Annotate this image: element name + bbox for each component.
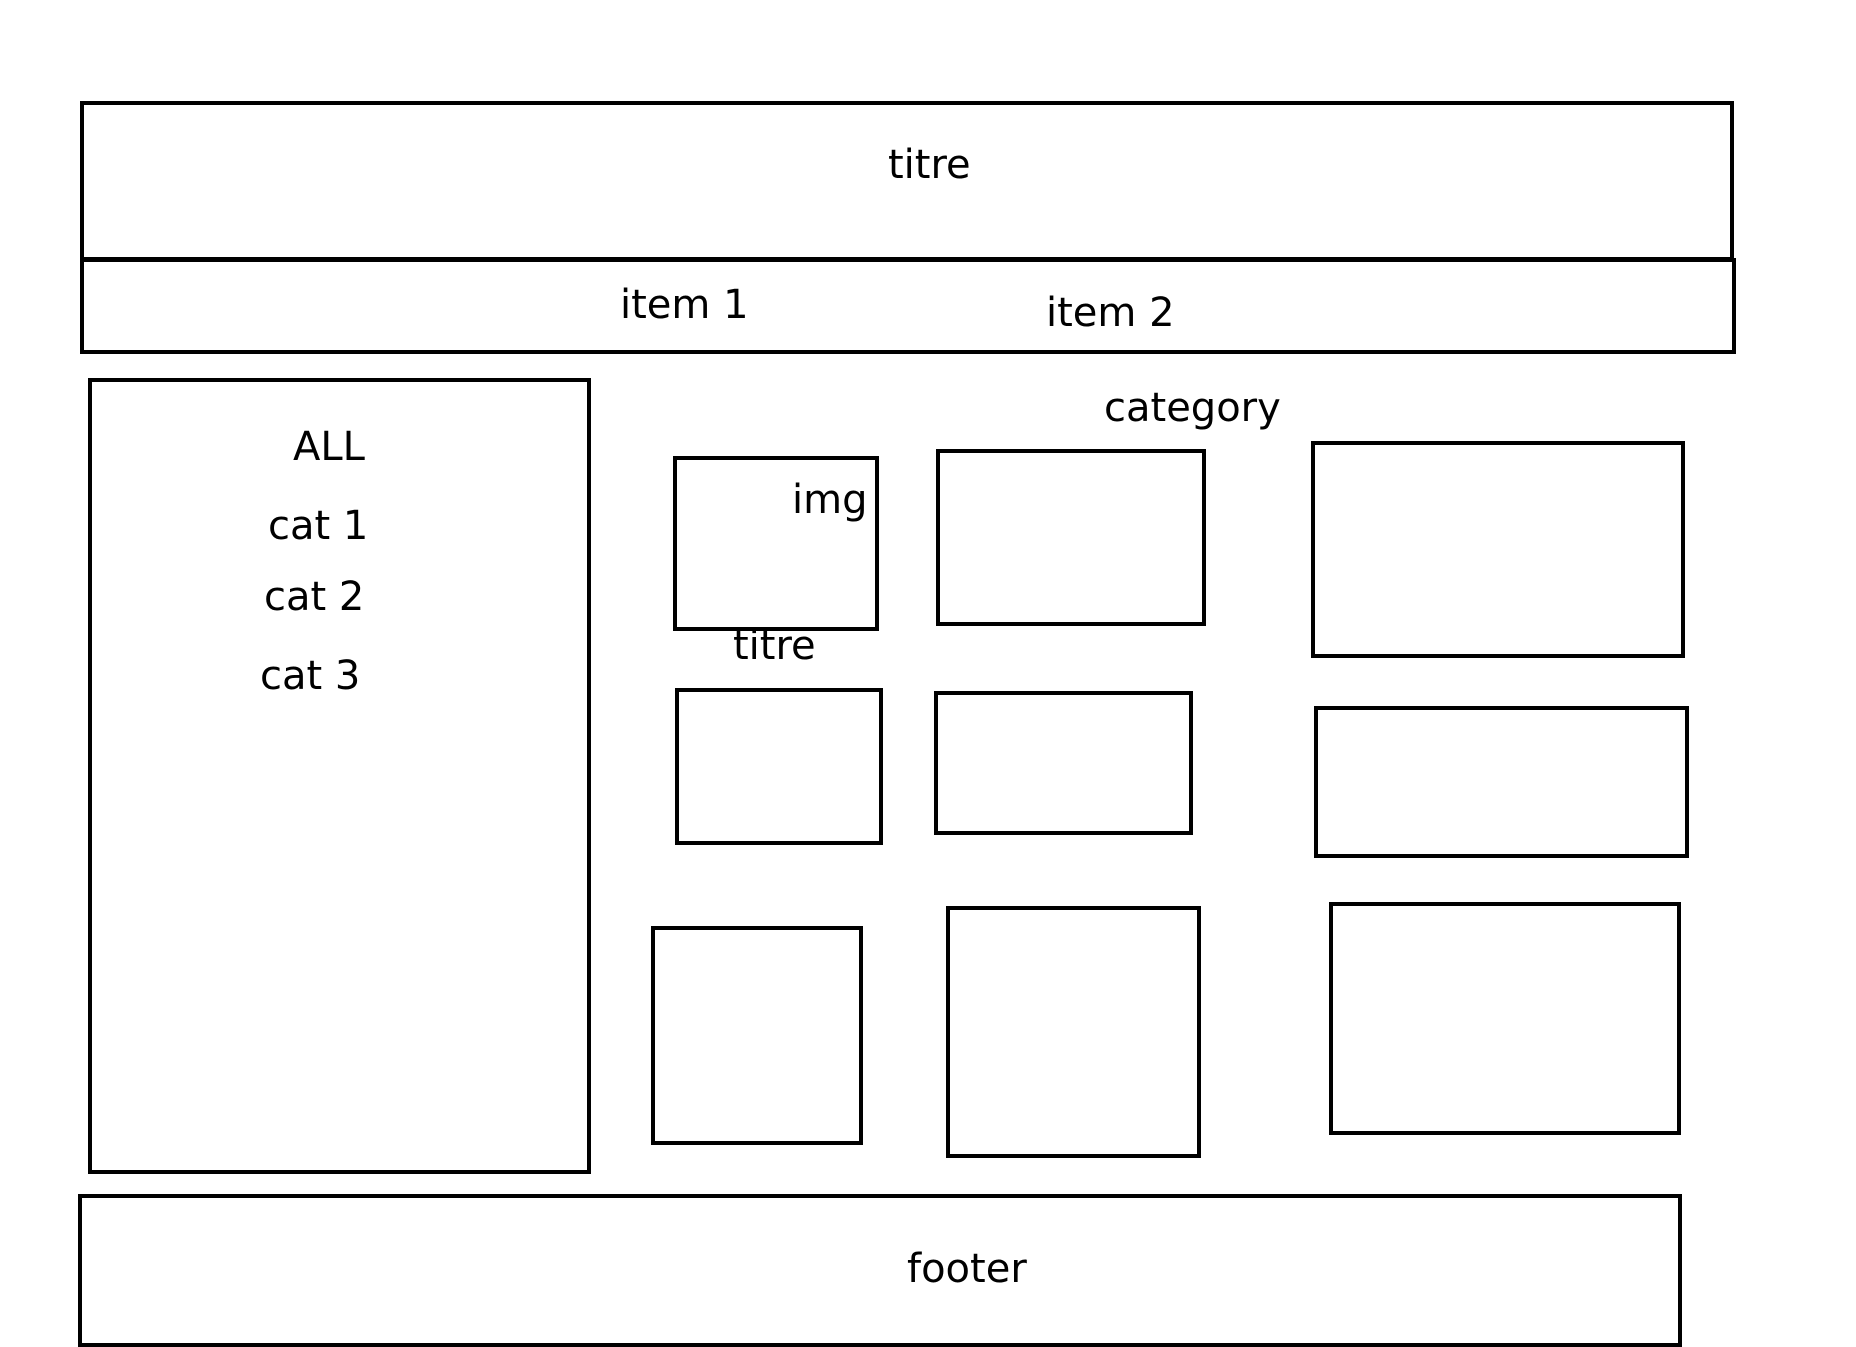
sidebar-item-cat-3[interactable]: cat 3: [260, 653, 361, 699]
card-box[interactable]: [1311, 441, 1685, 658]
card-box[interactable]: [934, 691, 1193, 835]
header-title: titre: [888, 142, 971, 188]
sidebar-item-cat-1[interactable]: cat 1: [268, 503, 369, 549]
footer-box: [78, 1194, 1682, 1347]
card-image-label: img: [792, 477, 868, 523]
card-box[interactable]: [1329, 902, 1681, 1135]
card-box[interactable]: [1314, 706, 1689, 858]
sidebar: [88, 378, 591, 1174]
sidebar-item-cat-2[interactable]: cat 2: [264, 574, 365, 620]
category-heading: category: [1104, 385, 1281, 431]
nav-item-2[interactable]: item 2: [1046, 290, 1175, 336]
nav-item-1[interactable]: item 1: [620, 282, 749, 328]
card-box[interactable]: [936, 449, 1206, 626]
card-box[interactable]: [946, 906, 1201, 1158]
card-title-label: titre: [733, 623, 816, 669]
nav-bar: [80, 258, 1736, 354]
card-box[interactable]: [651, 926, 863, 1145]
sidebar-item-all[interactable]: ALL: [293, 424, 365, 470]
card-box[interactable]: [675, 688, 883, 845]
card-image-box[interactable]: [673, 456, 879, 631]
footer-label: footer: [907, 1246, 1027, 1292]
